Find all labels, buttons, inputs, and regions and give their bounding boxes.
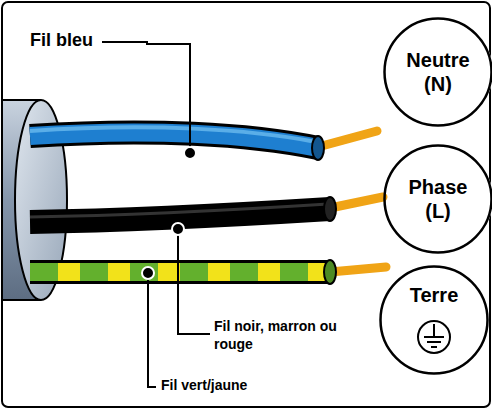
circle-outline [379,265,489,375]
circle-border [385,146,492,253]
leader-line [102,42,210,387]
copper-tip [318,131,386,272]
circle-border [385,19,492,126]
wire-label: Fil bleu [28,29,95,52]
blue-wire [30,127,324,160]
earth-wire [30,260,336,284]
terminal-circle: Phase (L) [383,144,492,254]
terminal-circle: Neutre (N) [383,17,492,127]
wire-label: Fil vert/jaune [159,377,249,395]
terminal-name: Neutre (N) [396,48,480,96]
earth-symbol [418,321,450,353]
circle-ground [383,17,492,127]
wire-label: Fil noir, marron ou rouge [212,318,348,353]
black-wire [30,197,336,222]
terminal-name: Terre [410,283,459,307]
circle-outline [383,17,492,127]
circle-ground [383,144,492,254]
circle-border [381,267,488,374]
circle-outline [383,144,492,254]
terminal-circle: Terre [379,265,489,375]
terminal-name: Phase (L) [396,175,480,223]
circle-ground [379,265,489,375]
leader-dot [142,147,196,279]
